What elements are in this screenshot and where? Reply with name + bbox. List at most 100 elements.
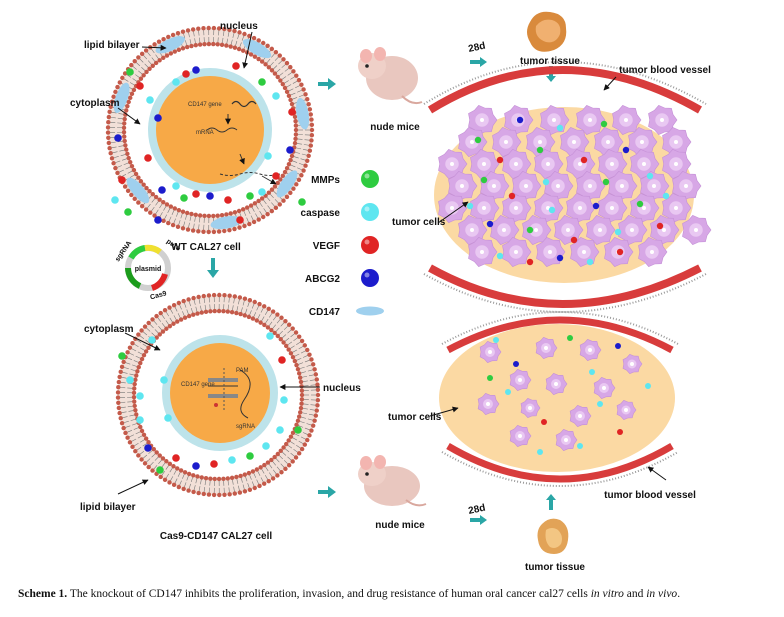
- tumor-cell-icon: [545, 372, 568, 396]
- tumor-cell-icon: [502, 237, 532, 267]
- legend-swatch: [361, 170, 379, 188]
- tumor-cell-icon: [586, 215, 616, 245]
- nude-mouse-icon: [358, 47, 423, 105]
- label-lipid-bilayer-bottom: lipid bilayer: [80, 502, 136, 513]
- molecule-dot: [160, 376, 168, 384]
- legend-item: VEGF: [313, 236, 379, 254]
- tumor-cell-icon: [618, 215, 648, 245]
- molecule-dot: [496, 156, 504, 164]
- tumor-cell-icon: [576, 105, 606, 135]
- tumor-cell-icon: [608, 171, 638, 201]
- molecule-dot: [570, 236, 578, 244]
- molecule-dot: [288, 108, 296, 116]
- legend-swatch: [361, 203, 379, 221]
- tumor-cell-icon: [534, 193, 564, 223]
- leader-lines: [117, 31, 667, 495]
- mrna-label: mRNA: [196, 130, 214, 136]
- molecule-dot: [589, 369, 595, 375]
- molecule-dot: [541, 419, 547, 425]
- plasmid-label: plasmid: [135, 266, 161, 273]
- nude-mouse-icon: [358, 455, 427, 507]
- molecule-dot: [542, 178, 550, 186]
- molecule-dot: [493, 337, 499, 343]
- tumor-cell-icon: [458, 215, 488, 245]
- tumor-tissue-icon: [527, 11, 567, 52]
- legend-label: MMPs: [311, 175, 340, 186]
- molecule-dot: [172, 78, 180, 86]
- tumor-cell-icon: [502, 149, 532, 179]
- molecule-dot: [617, 429, 623, 435]
- cd147-protein-icon: [276, 170, 298, 198]
- molecule-dot: [156, 466, 164, 474]
- tumor-cell-icon: [628, 127, 658, 157]
- vessel-top-endothelium: [441, 311, 679, 345]
- molecule-dot: [537, 449, 543, 455]
- molecule-dot: [662, 192, 670, 200]
- label-nude-mice-top: nude mice: [370, 122, 420, 133]
- molecule-dot: [486, 220, 494, 228]
- cd147-protein-icon: [210, 216, 243, 230]
- legend-swatch: [361, 236, 379, 254]
- pam-label: PAM: [236, 368, 249, 374]
- molecule-dot: [548, 206, 556, 214]
- molecule-dot: [567, 335, 573, 341]
- tumor-cell-icon: [448, 171, 478, 201]
- vessel-bottom-wall: [428, 264, 702, 308]
- molecule-dot: [264, 152, 272, 160]
- tumor-cell-icon: [554, 215, 584, 245]
- legend-item: caspase: [301, 203, 379, 221]
- tumor-large-cells: [438, 105, 712, 267]
- molecule-dot: [586, 258, 594, 266]
- legend-label: ABCG2: [305, 274, 340, 285]
- molecule-dot: [508, 192, 516, 200]
- molecule-dot: [118, 352, 126, 360]
- tumor-large: [423, 61, 712, 313]
- molecule-dot: [148, 336, 156, 344]
- molecule-dot: [294, 426, 302, 434]
- right-arrow-icon: [318, 78, 336, 90]
- caption-italic-1: in vitro: [590, 588, 624, 600]
- up-arrow-icon: [546, 494, 556, 510]
- label-tumor-blood-vessel-bottom: tumor blood vessel: [604, 490, 696, 501]
- vessel-top-endothelium: [423, 61, 707, 105]
- molecule-dot: [224, 196, 232, 204]
- sgrna-label: sgRNA: [236, 424, 255, 430]
- tumor-small-cells: [477, 336, 643, 452]
- tumor-cell-icon: [672, 171, 702, 201]
- molecule-dot: [276, 426, 284, 434]
- molecule-dot: [622, 146, 630, 154]
- tumor-cell-icon: [662, 193, 692, 223]
- molecule-dot: [580, 156, 588, 164]
- legend-cd147-icon: [356, 306, 384, 316]
- label-nucleus-top: nucleus: [220, 21, 258, 32]
- tumor-cell-icon: [509, 368, 532, 392]
- molecule-dot: [480, 176, 488, 184]
- cas9-molecules: [118, 332, 302, 474]
- cas9-cd147-gene-label: CD147 gene: [181, 382, 215, 388]
- tumor-cell-icon: [480, 171, 510, 201]
- caption-text-3: .: [677, 588, 681, 600]
- tumor-tissue-icon: [537, 518, 569, 554]
- tumor-cell-icon: [612, 105, 642, 135]
- label-28d-bottom: 28d: [467, 503, 486, 517]
- tumor-cell-icon: [479, 340, 502, 364]
- tumor-small-background: [439, 324, 675, 472]
- tumor-cell-icon: [622, 353, 643, 375]
- molecule-dot: [602, 178, 610, 186]
- molecule-dot: [154, 114, 162, 122]
- molecule-dot: [118, 176, 126, 184]
- wt-nucleus: [156, 76, 264, 184]
- tumor-cell-icon: [598, 193, 628, 223]
- vessel-bottom-wall: [446, 442, 674, 483]
- tumor-cell-icon: [535, 336, 558, 360]
- cas9-nucleus: [170, 343, 270, 443]
- molecule-dot: [236, 216, 244, 224]
- caption-lead: Scheme 1.: [18, 588, 68, 600]
- tumor-cell-icon: [512, 171, 542, 201]
- molecule-dot: [526, 226, 534, 234]
- molecule-dot: [258, 78, 266, 86]
- molecule-dot: [474, 136, 482, 144]
- crispr-complex-icon: [208, 368, 251, 419]
- tumor-cell-icon: [576, 171, 606, 201]
- cd147-protein-icon: [113, 82, 130, 114]
